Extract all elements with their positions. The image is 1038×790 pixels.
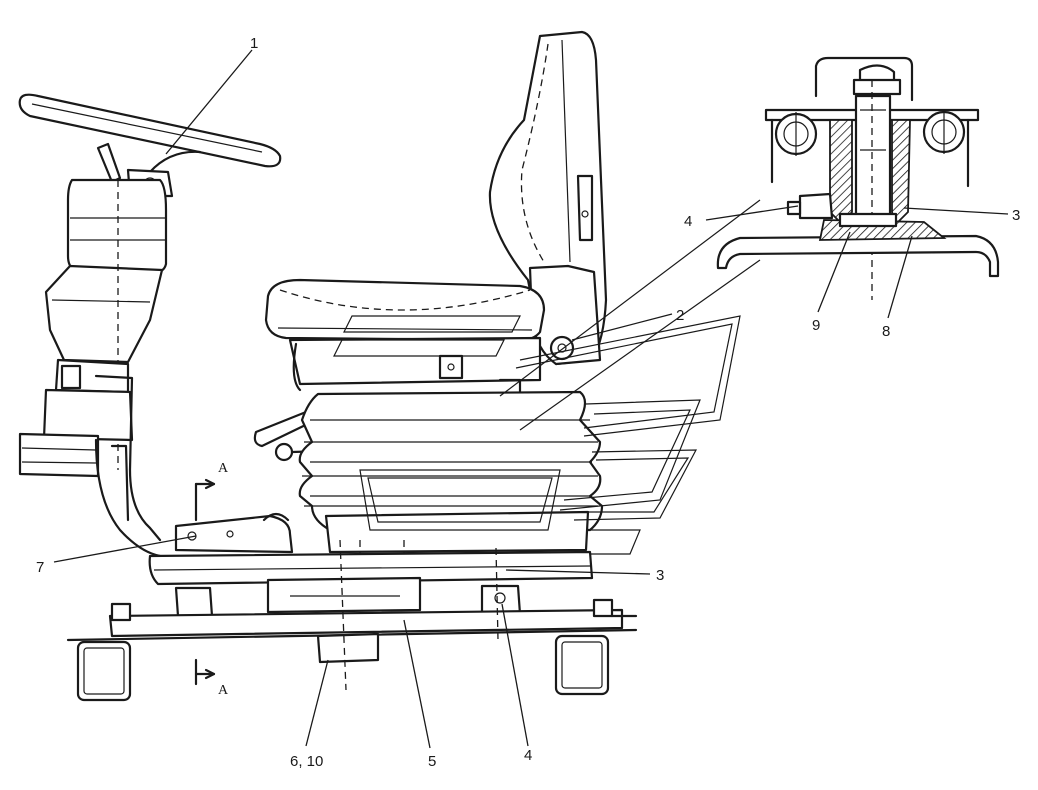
- callout-7: 7: [36, 559, 44, 576]
- projection-frames: [333, 199, 761, 555]
- steering-column: [18, 142, 174, 558]
- callout-3-main: 3: [656, 567, 664, 584]
- callout-1: 1: [250, 35, 258, 52]
- seat-back: [488, 30, 608, 366]
- callout-3-detail: 3: [1012, 207, 1020, 224]
- section-label-bottom: A: [218, 683, 229, 698]
- callout-5: 5: [428, 753, 436, 770]
- section-label-top: A: [218, 461, 229, 476]
- callout-6-10: 6, 10: [290, 753, 323, 770]
- base-frame: [76, 512, 638, 702]
- section-marker-top: [194, 478, 216, 522]
- callout-8: 8: [882, 323, 890, 340]
- suspension-bellows: [298, 390, 604, 620]
- callout-9: 9: [812, 317, 820, 334]
- section-marker-bottom: [194, 658, 216, 686]
- callout-2: 2: [676, 307, 684, 324]
- leader-lines: [53, 49, 1009, 749]
- callout-4-detail: 4: [684, 213, 692, 230]
- callout-4-bottom: 4: [524, 747, 532, 764]
- steering-wheel: [18, 93, 282, 174]
- detail-view: [716, 56, 1000, 300]
